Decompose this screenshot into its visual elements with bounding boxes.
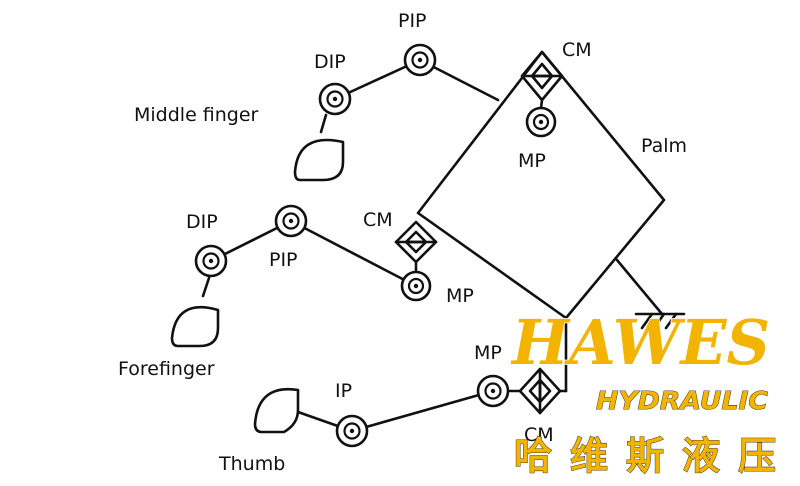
label-pip-top: PIP [398,10,427,32]
label-cm-top: CM [562,39,592,61]
joint-cm-bottom [518,367,562,415]
watermark-brand: HAWES [510,306,770,379]
label-palm: Palm [641,135,687,157]
label-dip-left: DIP [186,211,218,233]
joint-cm-left [394,220,438,264]
palm-outline [416,50,666,320]
ground-hatch [615,258,686,330]
middle-finger-chain [293,58,544,182]
label-pip-left: PIP [269,249,298,271]
label-middle-finger: Middle finger [134,104,259,126]
watermark-sub: HYDRAULIC [596,386,769,415]
joint-cm-top [520,50,564,102]
forefinger-chain [170,219,418,348]
label-thumb: Thumb [218,453,285,475]
joint-dip-left [194,244,228,278]
joint-ip [335,414,369,448]
joint-mp-left [400,270,432,302]
joint-mp-bottom [476,374,510,408]
joint-dip-top [318,82,352,116]
label-cm-bottom: CM [524,424,554,446]
label-forefinger: Forefinger [118,358,215,380]
label-dip-top: DIP [314,51,346,73]
label-mp-bottom: MP [474,342,502,364]
label-cm-left: CM [363,209,393,231]
label-ip: IP [335,380,352,402]
joint-pip-left [274,204,308,238]
middle-fingertip [293,138,345,182]
joint-pip-top [403,43,437,77]
forefinger-tip [170,305,220,348]
thumb-tip [253,387,300,434]
label-mp-top: MP [518,150,546,172]
label-mp-left: MP [446,285,474,307]
joint-mp-top [525,106,557,138]
